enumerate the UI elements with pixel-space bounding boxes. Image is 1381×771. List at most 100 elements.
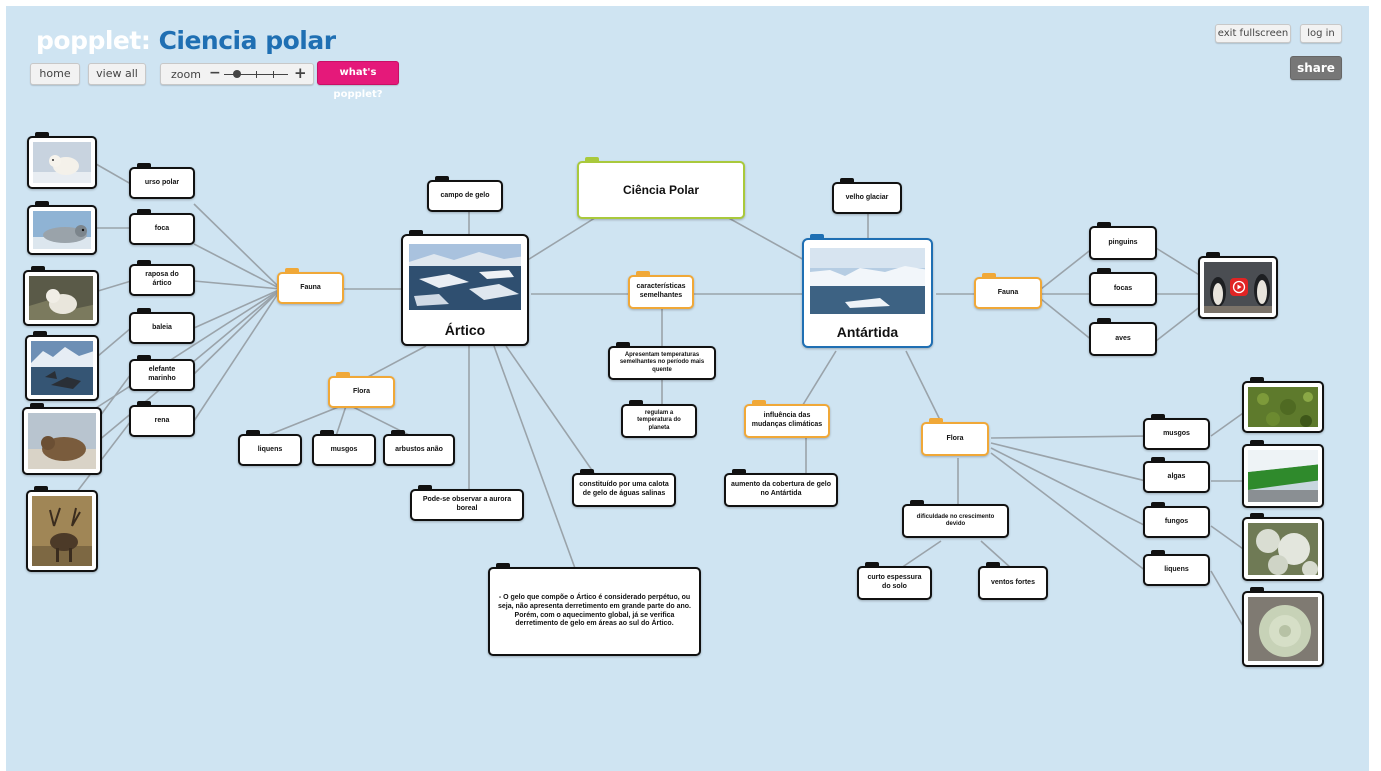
popplet-urso-polar[interactable]: urso polar [129, 163, 195, 199]
exit-fullscreen-button[interactable]: exit fullscreen [1215, 24, 1291, 43]
popplet-canvas[interactable]: popplet: Ciencia polar home view all zoo… [6, 6, 1369, 771]
popplet-aumento[interactable]: aumento da cobertura de gelo no Antártid… [724, 469, 838, 507]
board-title: Ciencia polar [158, 26, 336, 55]
popplet-tag [1151, 414, 1165, 420]
popplet-flora-artico[interactable]: Flora [328, 372, 395, 408]
popplet-campo-de-gelo[interactable]: campo de gelo [427, 176, 503, 212]
popplet-algas[interactable]: algas [1143, 457, 1210, 493]
popplet-tag [1250, 587, 1264, 593]
popplet-text: Fauna [997, 288, 1019, 296]
popplet-arbustos[interactable]: arbustos anão [383, 430, 455, 466]
whale-photo-popplet[interactable] [25, 331, 99, 401]
popplet-tag [137, 209, 151, 215]
popplet-text: - O gelo que compõe o Ártico é considera… [498, 594, 691, 628]
popplet-fauna-antartida[interactable]: Fauna [974, 273, 1042, 309]
algae-photo [1248, 450, 1318, 502]
popplet-temperaturas[interactable]: Apresentam temperaturas semelhantes no p… [608, 342, 716, 380]
popplet-focas[interactable]: focas [1089, 268, 1157, 306]
popplet-tag [1250, 377, 1264, 383]
popplet-musgos-antartida[interactable]: musgos [1143, 414, 1210, 450]
popplet-liquens-artico[interactable]: liquens [238, 430, 302, 466]
popplet-elefante[interactable]: elefante marinho [129, 355, 195, 391]
popplet-tag [35, 201, 49, 207]
popplet-text: dificuldade no crescimento devido [916, 513, 995, 528]
popplet-baleia[interactable]: baleia [129, 308, 195, 344]
arctic-ice-photo [409, 244, 521, 310]
log-in-button[interactable]: log in [1300, 24, 1342, 43]
popplet-antartida[interactable]: Antártida [802, 234, 933, 348]
zoom-control[interactable]: zoom − + [160, 63, 314, 85]
popplet-ventos[interactable]: ventos fortes [978, 562, 1048, 600]
popplet-aves[interactable]: aves [1089, 318, 1157, 356]
popplet-text: constituído por uma calota de gelo de ág… [579, 481, 669, 497]
polar-bear-photo [33, 142, 91, 183]
whale-photo [31, 341, 93, 395]
popplet-text: liquens [1164, 565, 1189, 573]
popplet-fungos[interactable]: fungos [1143, 502, 1210, 538]
popplet-raposa[interactable]: raposa do ártico [129, 260, 195, 296]
popplet-tag [629, 400, 643, 406]
popplet-tag [34, 486, 48, 492]
popplet-foca-artico[interactable]: foca [129, 209, 195, 245]
popplet-espessura[interactable]: curto espessura do solo [857, 562, 932, 600]
popplet-musgos-artico[interactable]: musgos [312, 430, 376, 466]
seal-photo-popplet[interactable] [27, 201, 97, 255]
polar-bear-photo-popplet[interactable] [27, 132, 97, 189]
popplet-tag [616, 342, 630, 348]
popplet-text: musgos [1163, 429, 1190, 437]
popplet-text: algas [1167, 472, 1186, 480]
popplet-tag [409, 230, 423, 236]
zoom-tick [256, 71, 257, 78]
zoom-in-button[interactable]: + [294, 64, 307, 82]
popplet-dificuldade[interactable]: dificuldade no crescimento devido [902, 500, 1009, 538]
penguins-video-popplet[interactable] [1198, 252, 1278, 319]
popplet-liquens-antartida[interactable]: liquens [1143, 550, 1210, 586]
popplet-fauna-artico[interactable]: Fauna [277, 268, 344, 304]
lichen-photo-popplet[interactable] [1242, 587, 1324, 667]
connection-lines [75, 163, 1247, 632]
reindeer-photo-popplet[interactable] [26, 486, 98, 572]
popplet-regulam[interactable]: regulam a temperatura do planeta [621, 400, 697, 438]
moss-photo-popplet[interactable] [1242, 377, 1324, 433]
popplet-text: Apresentam temperaturas semelhantes no p… [619, 351, 705, 373]
popplet-tag [1097, 222, 1111, 228]
elephant-seal-photo-popplet[interactable] [22, 403, 102, 475]
popplet-text: foca [154, 224, 170, 232]
popplet-tag [418, 485, 432, 491]
popplet-influencia[interactable]: influência das mudanças climáticas [744, 400, 830, 438]
whats-popplet-button[interactable]: what's popplet? [317, 61, 399, 100]
popplet-tag [1097, 318, 1111, 324]
popplet-tag [137, 308, 151, 314]
popplet-rena[interactable]: rena [129, 401, 195, 437]
popplet-tag [752, 400, 766, 406]
arctic-fox-photo [29, 276, 93, 320]
popplet-velho-glaciar[interactable]: velho glaciar [832, 178, 902, 214]
popplet-ciencia-polar[interactable]: Ciência Polar [577, 157, 745, 219]
popplet-flora-antartida[interactable]: Flora [921, 418, 989, 456]
popplet-caracteristicas[interactable]: características semelhantes [628, 271, 694, 309]
view-all-button[interactable]: view all [88, 63, 146, 85]
popplet-pinguins[interactable]: pinguins [1089, 222, 1157, 260]
arctic-fox-photo-popplet[interactable] [23, 266, 99, 326]
home-button[interactable]: home [30, 63, 80, 85]
popplet-gelo-texto[interactable]: - O gelo que compõe o Ártico é considera… [488, 563, 701, 656]
popplet-text: influência das mudanças climáticas [751, 412, 823, 428]
zoom-out-button[interactable]: − [209, 65, 221, 81]
fungi-photo-popplet[interactable] [1242, 513, 1324, 581]
popplet-text: arbustos anão [395, 445, 443, 453]
zoom-slider-knob[interactable] [232, 70, 241, 78]
popplet-tag [246, 430, 260, 436]
algae-photo-popplet[interactable] [1242, 440, 1324, 508]
popplet-aurora[interactable]: Pode-se observar a aurora boreal [410, 485, 524, 521]
popplet-logo[interactable]: popplet [36, 26, 141, 55]
popplet-artico[interactable]: Ártico [401, 230, 529, 346]
popplet-text: raposa do ártico [145, 271, 179, 287]
popplet-calota[interactable]: constituído por uma calota de gelo de ág… [572, 469, 676, 507]
popplet-text: Antártida [836, 324, 899, 340]
popplet-text: Ciência Polar [622, 182, 700, 197]
popplet-tag [1151, 457, 1165, 463]
popplet-text: baleia [152, 323, 172, 331]
share-button[interactable]: share [1290, 56, 1342, 80]
popplet-tag [982, 273, 996, 279]
play-icon[interactable] [1230, 278, 1248, 296]
